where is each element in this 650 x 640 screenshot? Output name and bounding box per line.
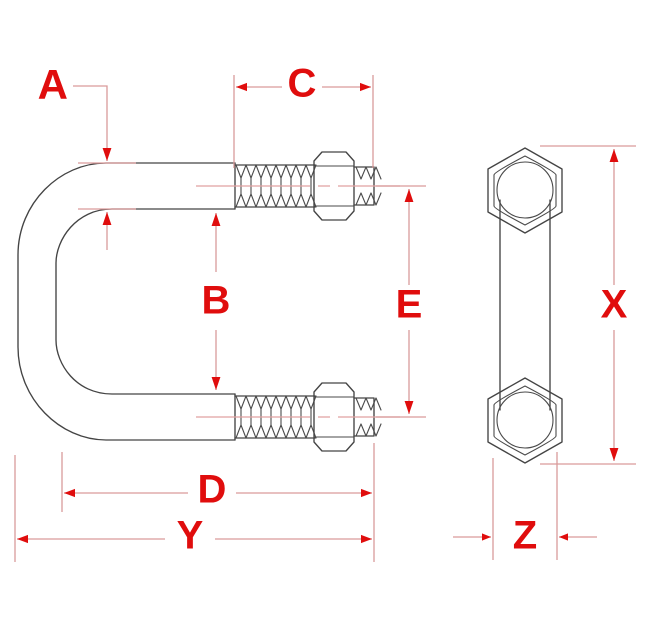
bottom-leg-thread-teeth-lower xyxy=(235,424,317,439)
dimension-E: E xyxy=(376,185,426,418)
dimension-Z-label: Z xyxy=(513,514,537,558)
side-view-part xyxy=(487,147,563,464)
dimension-Y-label: Y xyxy=(177,514,204,558)
lower-nut-bore-circle xyxy=(496,391,554,449)
dimension-A-leader xyxy=(73,85,108,130)
side-view-lower-nut xyxy=(487,377,563,464)
lower-nut-hexagon xyxy=(487,377,563,464)
bottom-leg-nut-chamfer-lines xyxy=(313,396,355,438)
dimension-D: D xyxy=(61,443,375,512)
top-leg-thread-teeth-upper xyxy=(235,164,317,179)
dimension-A: A xyxy=(38,61,136,250)
bottom-leg-hex-nut xyxy=(313,382,355,452)
dimension-Z: Z xyxy=(453,452,597,560)
u-bolt-inner-profile xyxy=(55,208,236,395)
dimension-E-label: E xyxy=(396,283,423,327)
front-view-part xyxy=(17,151,400,452)
dimension-Y: Y xyxy=(14,455,375,562)
top-leg-thread-envelope xyxy=(234,164,316,208)
bottom-leg-thread-stub-teeth xyxy=(355,397,382,437)
dimension-X-label: X xyxy=(601,283,628,327)
side-view-rod xyxy=(499,199,551,411)
top-leg-nut-chamfer-lines xyxy=(313,165,355,207)
dimension-C-label: C xyxy=(288,62,317,106)
u-bolt-outer-profile xyxy=(17,162,236,441)
bottom-leg-thread-teeth-upper xyxy=(235,395,317,410)
upper-nut-chamfer-hexagon xyxy=(493,155,557,226)
top-leg-assembly xyxy=(196,151,400,221)
dimension-X: X xyxy=(540,145,636,465)
side-view-upper-nut xyxy=(487,147,563,234)
dimension-A-label: A xyxy=(38,61,68,108)
lower-nut-chamfer-hexagon xyxy=(493,385,557,456)
bottom-leg-assembly xyxy=(196,382,400,452)
upper-nut-hexagon xyxy=(487,147,563,234)
upper-nut-bore-circle xyxy=(496,161,554,219)
top-leg-hex-nut xyxy=(313,151,355,221)
dimension-C: C xyxy=(233,62,374,168)
top-leg-thread-teeth-lower xyxy=(235,193,317,208)
bottom-leg-thread-envelope xyxy=(234,395,316,439)
top-leg-thread-stub-teeth xyxy=(355,166,382,206)
dimension-B-label: B xyxy=(202,279,231,323)
dimension-B: B xyxy=(202,213,231,390)
dimension-D-label: D xyxy=(198,468,227,512)
